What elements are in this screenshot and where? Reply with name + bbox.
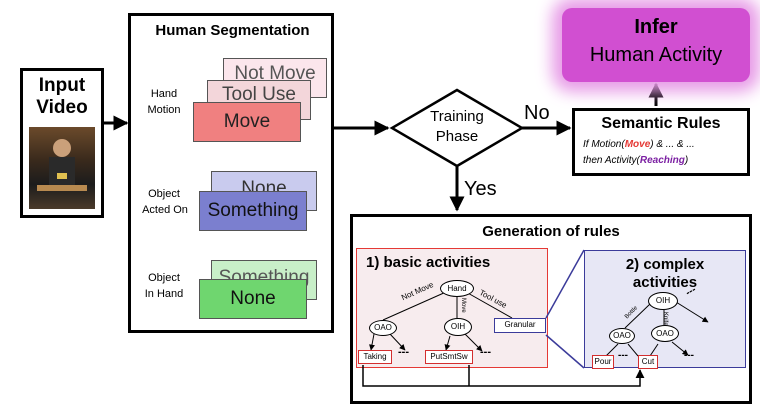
decision-yes-label: Yes: [464, 178, 497, 200]
basic-activities-title: 1) basic activities: [366, 254, 491, 271]
segmentation-panel: Human Segmentation Hand Motion Not Move …: [128, 13, 334, 333]
basic-dots-1: ---: [398, 346, 409, 358]
edge-knife-label: Knife: [662, 312, 668, 326]
complex-dots-2: ---: [684, 350, 694, 361]
object-in-hand-label-2: In Hand: [144, 288, 184, 300]
decision-label-2: Phase: [435, 128, 479, 145]
rule-line-1: If Motion(Move) & ... & ...: [583, 139, 695, 150]
leaf-putsmtsw: PutSmtSw: [425, 350, 473, 364]
leaf-taking: Taking: [358, 350, 392, 364]
card-something-acted: Something: [199, 191, 307, 231]
infer-subtitle: Human Activity: [589, 44, 723, 66]
infer-title: Infer: [634, 16, 678, 38]
basic-dots-2: ---: [480, 346, 491, 358]
infer-box: [562, 8, 750, 82]
card-none-in-hand: None: [199, 279, 307, 319]
input-title-line2: Video: [36, 97, 88, 118]
basic-activities-panel: [356, 248, 548, 368]
complex-title-1: 2) complex: [625, 256, 705, 273]
node-oih-complex: OIH: [648, 292, 678, 310]
generation-title: Generation of rules: [482, 223, 620, 240]
video-thumbnail[interactable]: [29, 127, 95, 209]
rule-line-2: then Activity(Reaching): [583, 155, 689, 166]
input-video-box: Input Video: [20, 68, 104, 218]
decision-label-1: Training: [430, 108, 484, 125]
leaf-cut: Cut: [638, 355, 658, 369]
semantic-rules-box: Semantic Rules If Motion(Move) & ... & .…: [572, 108, 750, 176]
hand-motion-label-2: Motion: [147, 104, 181, 116]
granular-node: Granular: [494, 318, 546, 333]
node-oih-basic: OIH: [444, 318, 472, 336]
node-oao-basic: OAO: [369, 320, 397, 336]
segmentation-title: Human Segmentation: [155, 22, 310, 39]
object-acted-label-2: Acted On: [142, 204, 188, 216]
complex-dots-1: ---: [618, 350, 628, 361]
card-move: Move: [193, 102, 301, 142]
decision-no-label: No: [524, 102, 550, 124]
edge-move-label: Move: [460, 298, 466, 313]
complex-title-2: activities: [632, 274, 698, 291]
node-oao-complex-left: OAO: [609, 328, 635, 344]
node-oao-complex-right: OAO: [651, 325, 679, 342]
hand-motion-label-1: Hand: [150, 88, 178, 100]
object-in-hand-label-1: Object: [148, 272, 180, 284]
node-hand: Hand: [440, 280, 474, 297]
leaf-pour: Pour: [592, 355, 614, 369]
object-acted-label-1: Object: [148, 188, 180, 200]
semantic-rules-title: Semantic Rules: [601, 115, 721, 132]
input-title-line1: Input: [38, 75, 86, 96]
decision-diamond: [389, 88, 525, 168]
